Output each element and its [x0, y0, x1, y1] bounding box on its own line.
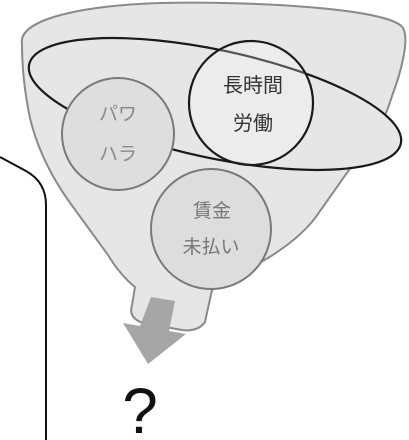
label-power-harassment-line2: ハラ — [99, 143, 137, 165]
down-arrow-icon — [123, 297, 186, 364]
result-question-mark: ? — [122, 375, 158, 440]
circle-long-working-hours — [187, 39, 315, 167]
label-long-working-hours-line2: 労働 — [233, 111, 273, 135]
funnel-rim — [27, 36, 403, 172]
left-frame — [0, 156, 47, 440]
label-long-working-hours-line1: 長時間 — [223, 73, 283, 97]
label-unpaid-wages-line2: 未払い — [182, 236, 239, 258]
label-power-harassment-line1: パワ — [99, 103, 137, 125]
circle-power-harassment — [61, 77, 175, 191]
circle-unpaid-wages — [150, 168, 272, 290]
label-unpaid-wages-line1: 賃金 — [193, 200, 231, 222]
